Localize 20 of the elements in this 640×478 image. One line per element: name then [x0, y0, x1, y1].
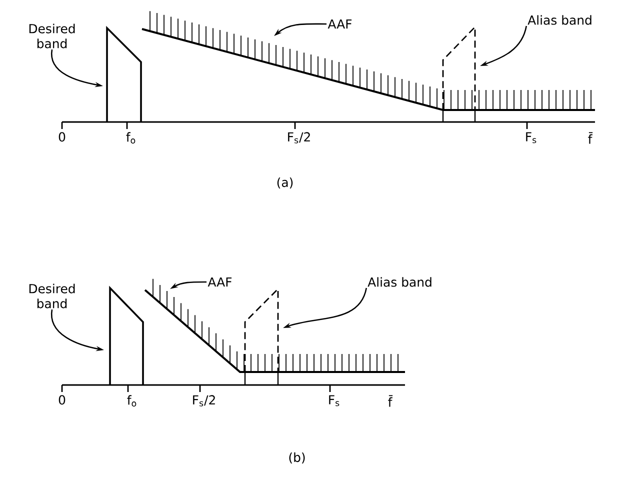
band-label: Desired band: [29, 284, 75, 308]
tick-label: F$_{s}$/2: [288, 132, 310, 144]
band-label: Alias band: [368, 277, 432, 287]
tick-label: F$_{s}$: [526, 132, 536, 144]
tick-label: F$_{s}$: [329, 395, 340, 406]
panel-caption: (b): [289, 452, 305, 464]
tick-label: f$_{o}$: [126, 132, 136, 144]
tick-label: f̄: [388, 395, 393, 407]
desired-band-shape: [109, 286, 144, 386]
filter-response-drawing: [142, 10, 595, 111]
tick-label: F$_{s}$/2: [193, 395, 215, 406]
band-label: Desired band: [29, 24, 75, 48]
tick-label: 0: [58, 132, 66, 142]
desired-band-shape: [106, 26, 142, 123]
alias-band-shape: [244, 287, 279, 386]
tick-label: f̄: [588, 132, 593, 144]
tick-label: 0: [58, 395, 66, 405]
panel-caption: (a): [277, 177, 293, 189]
alias-band-shape: [442, 25, 476, 123]
tick-label: f$_{o}$: [127, 395, 136, 407]
